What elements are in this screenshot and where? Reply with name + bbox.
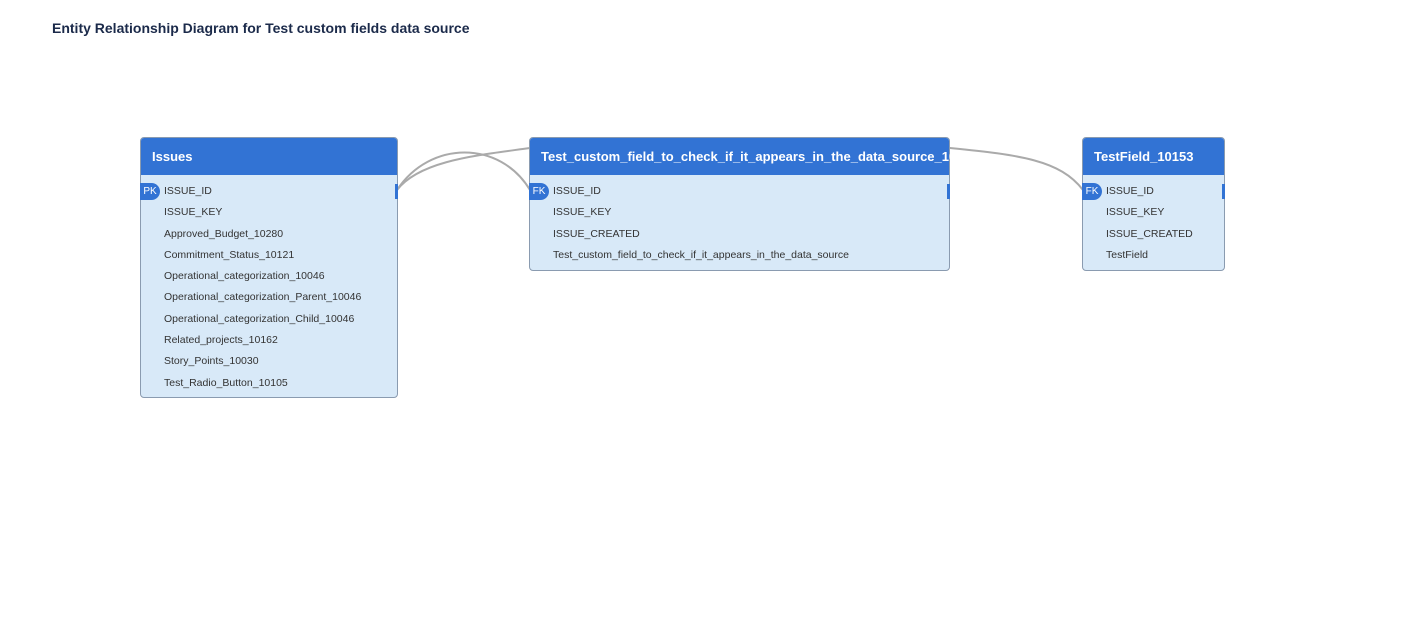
entity-header: Test_custom_field_to_check_if_it_appears… (530, 138, 978, 175)
field-name: Related_projects_10162 (164, 334, 278, 347)
connector-handle[interactable] (1222, 184, 1225, 199)
field-row[interactable]: Test_custom_field_to_check_if_it_appears… (530, 245, 949, 266)
field-row[interactable]: Test_Radio_Button_10105 (141, 373, 397, 394)
key-badge: PK (140, 183, 160, 200)
field-row[interactable]: ISSUE_KEY (530, 202, 949, 223)
field-row[interactable]: Related_projects_10162 (141, 330, 397, 351)
field-row[interactable]: FK ISSUE_ID (1082, 181, 1225, 202)
key-badge: FK (1082, 183, 1102, 200)
connector-handle[interactable] (395, 184, 398, 199)
field-row[interactable]: ISSUE_CREATED (530, 224, 949, 245)
field-row[interactable]: ISSUE_KEY (1083, 202, 1224, 223)
field-name: Operational_categorization_Child_10046 (164, 312, 355, 325)
field-name: ISSUE_ID (1106, 185, 1154, 197)
field-name: ISSUE_CREATED (1106, 227, 1193, 240)
field-name: Test_custom_field_to_check_if_it_appears… (553, 248, 849, 261)
field-row[interactable]: PK ISSUE_ID (140, 181, 398, 202)
field-name: Test_Radio_Button_10105 (164, 376, 288, 389)
field-name: ISSUE_CREATED (553, 227, 640, 240)
field-name: ISSUE_ID (164, 185, 212, 197)
field-row[interactable]: Operational_categorization_10046 (141, 266, 397, 287)
field-row[interactable]: ISSUE_CREATED (1083, 224, 1224, 245)
entity-header: Issues (141, 138, 397, 175)
field-row[interactable]: FK ISSUE_ID (529, 181, 950, 202)
field-name: TestField (1106, 248, 1149, 261)
field-name: Commitment_Status_10121 (164, 248, 295, 261)
field-name: ISSUE_KEY (553, 206, 612, 219)
field-name: Operational_categorization_Parent_10046 (164, 291, 362, 304)
field-row[interactable]: Operational_categorization_Parent_10046 (141, 287, 397, 308)
field-row[interactable]: TestField (1083, 245, 1224, 266)
field-name: Story_Points_10030 (164, 355, 259, 368)
field-name: Operational_categorization_10046 (164, 270, 325, 283)
field-row[interactable]: Story_Points_10030 (141, 351, 397, 372)
entity-test-custom-field[interactable]: Test_custom_field_to_check_if_it_appears… (529, 137, 978, 271)
field-name: ISSUE_KEY (1106, 206, 1165, 219)
entity-header: TestField_10153 (1083, 138, 1224, 175)
connector-handle[interactable] (947, 184, 950, 199)
key-badge: FK (529, 183, 549, 200)
relationship-issues-testcustom[interactable] (396, 151, 531, 191)
field-name: ISSUE_KEY (164, 206, 223, 219)
field-row[interactable]: Operational_categorization_Child_10046 (141, 309, 397, 330)
field-row[interactable]: Approved_Budget_10280 (141, 224, 397, 245)
diagram-title: Entity Relationship Diagram for Test cus… (52, 20, 470, 36)
field-name: ISSUE_ID (553, 185, 601, 197)
field-row[interactable]: ISSUE_KEY (141, 202, 397, 223)
field-row[interactable]: Commitment_Status_10121 (141, 245, 397, 266)
field-name: Approved_Budget_10280 (164, 227, 284, 240)
